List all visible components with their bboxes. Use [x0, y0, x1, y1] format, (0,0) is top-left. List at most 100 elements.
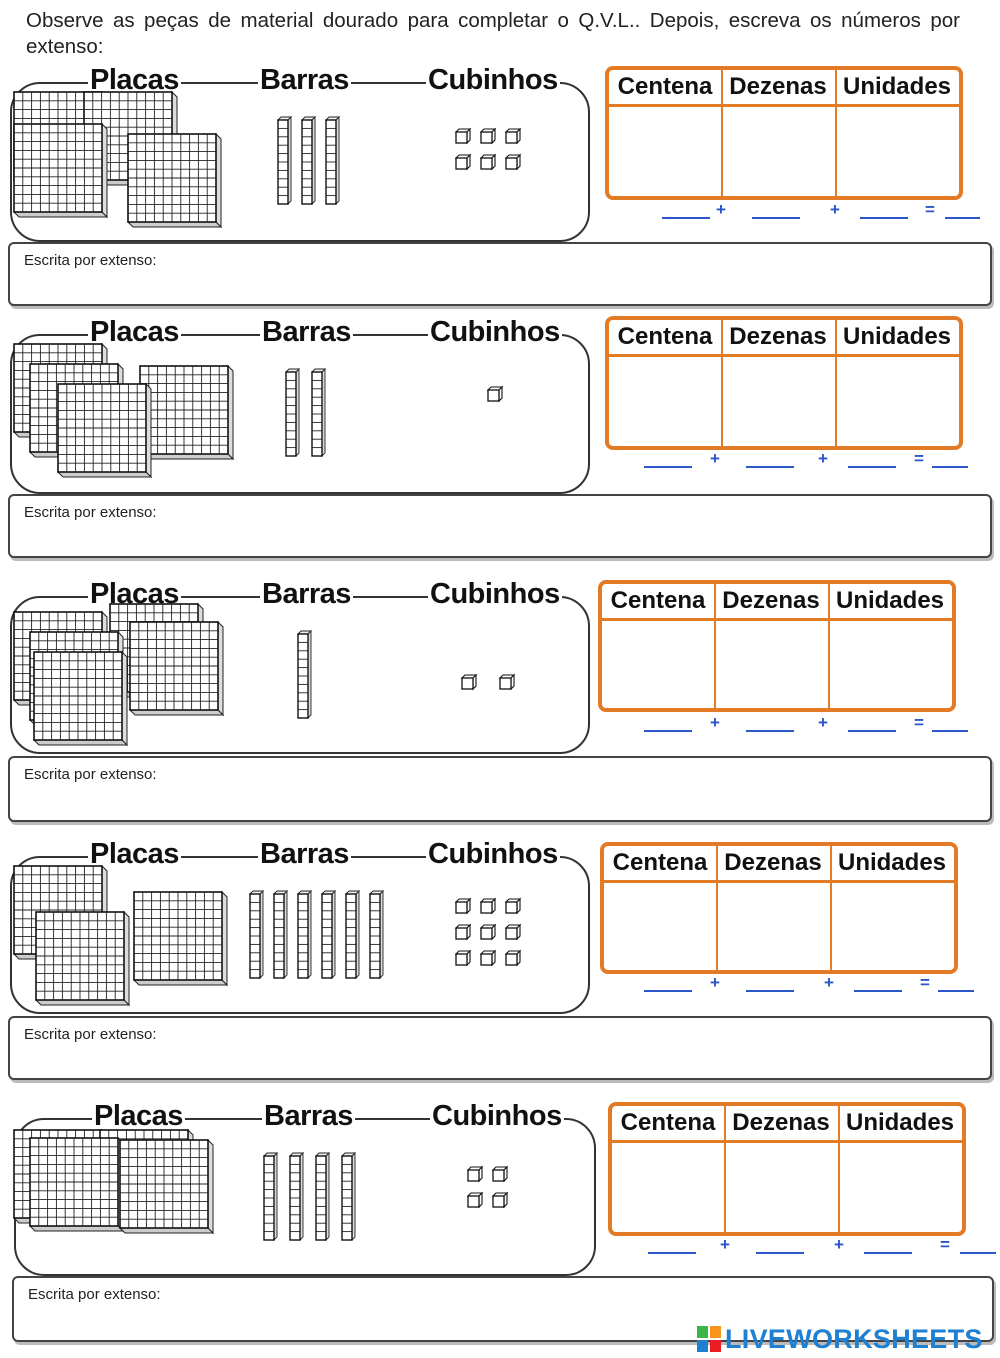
cubinho-unidade: [479, 127, 497, 145]
equals-sign: =: [920, 973, 930, 992]
cubinho-unidade: [491, 1165, 509, 1183]
addend-blank-2[interactable]: [756, 1252, 804, 1254]
cubinho-unidade: [504, 949, 522, 967]
brand-name: LIVEWORKSHEETS: [725, 1323, 983, 1354]
plus-sign: +: [818, 713, 828, 732]
instructions: Observe as peças de material dourado par…: [26, 9, 960, 58]
qvl-cell-unidades[interactable]: [835, 357, 959, 446]
qvl-cell-centena[interactable]: [602, 621, 714, 708]
cubinho-unidade: [460, 673, 478, 691]
qvl-table: Centena Dezenas Unidades: [605, 66, 963, 200]
qvl-cell-centena[interactable]: [609, 357, 721, 446]
equals-sign: =: [914, 449, 924, 468]
qvl-cell-dezenas[interactable]: [721, 107, 835, 196]
cubinho-unidade: [479, 923, 497, 941]
total-blank[interactable]: [945, 217, 980, 219]
cubinho-unidade: [479, 949, 497, 967]
addend-blank-1[interactable]: [644, 730, 692, 732]
placa-centena: [138, 364, 235, 461]
addend-blank-3[interactable]: [864, 1252, 912, 1254]
barra-dezena: [288, 1151, 305, 1242]
placa-centena: [126, 132, 223, 229]
plus-sign: +: [834, 1235, 844, 1254]
cubinho-unidade: [504, 923, 522, 941]
qvl-header-dezenas: Dezenas: [729, 323, 827, 350]
header-cubinhos: Cubinhos: [430, 1100, 564, 1132]
header-barras: Barras: [262, 1100, 355, 1132]
total-blank[interactable]: [938, 990, 974, 992]
barra-dezena: [296, 889, 313, 980]
qvl-cell-unidades[interactable]: [838, 1143, 962, 1232]
qvl-cell-centena[interactable]: [612, 1143, 724, 1232]
placa-centena: [118, 1138, 215, 1235]
barra-dezena: [248, 889, 265, 980]
qvl-cell-dezenas[interactable]: [716, 883, 830, 970]
qvl-column-divider: [828, 584, 830, 708]
cubinho-unidade: [504, 897, 522, 915]
qvl-header-centena: Centena: [610, 587, 706, 614]
addend-blank-2[interactable]: [752, 217, 800, 219]
escrita-por-extenso-field[interactable]: Escrita por extenso:: [8, 494, 992, 558]
addend-blank-3[interactable]: [860, 217, 908, 219]
addend-blank-1[interactable]: [662, 217, 710, 219]
qvl-header-dezenas: Dezenas: [729, 73, 827, 100]
barra-dezena: [314, 1151, 331, 1242]
addend-blank-3[interactable]: [848, 466, 896, 468]
addend-blank-3[interactable]: [848, 730, 896, 732]
qvl-column-divider: [838, 1106, 840, 1232]
material-dourado-pieces: [12, 1128, 509, 1242]
placa-centena: [12, 122, 109, 219]
escrita-por-extenso-field[interactable]: Escrita por extenso:: [8, 1016, 992, 1080]
placa-centena: [128, 620, 225, 717]
addend-blank-1[interactable]: [644, 990, 692, 992]
qvl-header-centena: Centena: [617, 73, 713, 100]
qvl-cell-unidades[interactable]: [830, 883, 954, 970]
header-placas: Placas: [92, 1100, 185, 1132]
addend-blank-3[interactable]: [854, 990, 902, 992]
qvl-column-divider: [714, 584, 716, 708]
barra-dezena: [344, 889, 361, 980]
qvl-header-row: [602, 584, 952, 621]
plus-sign: +: [720, 1235, 730, 1254]
addend-blank-1[interactable]: [644, 466, 692, 468]
header-barras: Barras: [258, 64, 351, 96]
total-blank[interactable]: [960, 1252, 996, 1254]
qvl-cell-dezenas[interactable]: [724, 1143, 838, 1232]
footer-brand: LIVEWORKSHEETS: [696, 1322, 983, 1356]
addend-blank-2[interactable]: [746, 730, 794, 732]
plus-sign: +: [830, 200, 840, 219]
qvl-cell-dezenas[interactable]: [721, 357, 835, 446]
cubinho-unidade: [504, 127, 522, 145]
qvl-cell-dezenas[interactable]: [714, 621, 828, 708]
plus-sign: +: [710, 713, 720, 732]
qvl-header-unidades: Unidades: [842, 73, 952, 100]
addend-blank-2[interactable]: [746, 466, 794, 468]
total-blank[interactable]: [932, 730, 968, 732]
qvl-cell-unidades[interactable]: [835, 107, 959, 196]
qvl-header-row: [604, 846, 954, 883]
qvl-cell-unidades[interactable]: [828, 621, 952, 708]
placa-centena: [28, 1136, 125, 1233]
cubinho-unidade: [466, 1165, 484, 1183]
escrita-por-extenso-field[interactable]: Escrita por extenso:: [8, 756, 992, 822]
qvl-cell-centena[interactable]: [609, 107, 721, 196]
barra-dezena: [300, 115, 317, 206]
qvl-column-divider: [721, 320, 723, 446]
qvl-cell-centena[interactable]: [604, 883, 716, 970]
total-blank[interactable]: [932, 466, 968, 468]
addend-blank-1[interactable]: [648, 1252, 696, 1254]
cubinho-unidade: [479, 897, 497, 915]
escrita-por-extenso-field[interactable]: Escrita por extenso:: [12, 1276, 994, 1342]
material-dourado-pieces: [12, 864, 522, 1007]
cubinho-unidade: [486, 385, 504, 403]
escrita-por-extenso-field[interactable]: Escrita por extenso:: [8, 242, 992, 306]
qvl-column-divider: [721, 70, 723, 196]
qvl-column-divider: [835, 320, 837, 446]
plus-sign: +: [824, 973, 834, 992]
addend-blank-2[interactable]: [746, 990, 794, 992]
